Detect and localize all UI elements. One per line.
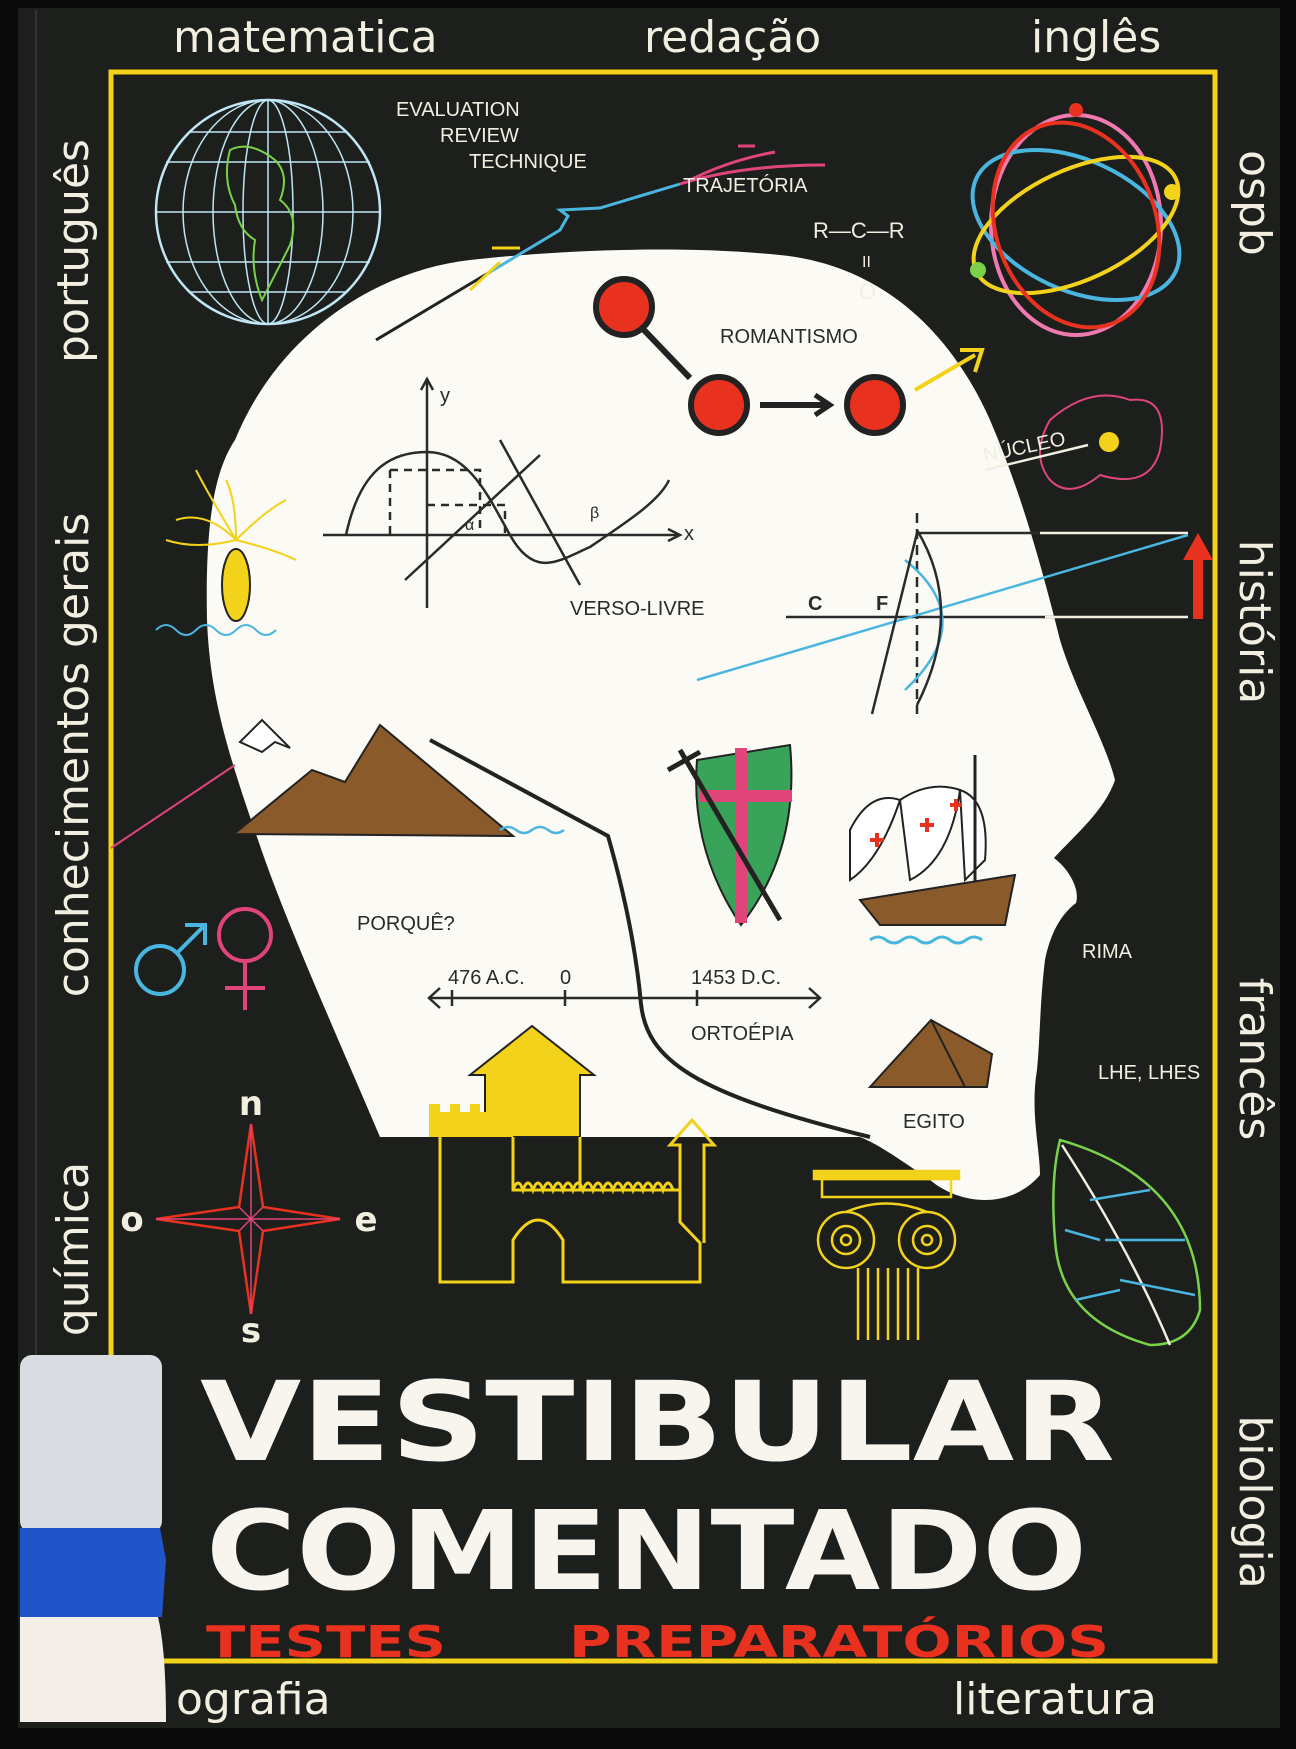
timeline-zero-label: 0 — [560, 967, 571, 989]
formula-top: R—C—R — [813, 218, 905, 243]
graph-y-label: y — [440, 385, 450, 407]
neck-line — [429, 738, 871, 1139]
label-review: REVIEW — [440, 125, 519, 147]
subject-historia: história — [1229, 540, 1280, 704]
title-comentado: COMENTADO — [206, 1487, 1087, 1615]
rocket-trajectory-illustration — [375, 144, 826, 342]
compass-east: e — [354, 1200, 377, 1240]
yellow-border — [108, 69, 1218, 1664]
subject-literatura: literatura — [953, 1674, 1157, 1725]
optics-f-label: F — [876, 593, 888, 615]
optics-diagram — [696, 513, 1189, 715]
label-rima: RIMA — [1082, 941, 1133, 963]
subject-portugues: português — [48, 139, 99, 363]
subject-ingles: inglês — [1031, 12, 1161, 63]
subject-quimica: química — [48, 1162, 99, 1336]
torn-paper-patch — [20, 1617, 166, 1722]
head-silhouette — [206, 249, 1115, 1201]
title-vestibular: VESTIBULAR — [200, 1358, 1115, 1486]
graph-x-label: x — [684, 523, 694, 545]
subject-conhecimentos-gerais: conhecimentos gerais — [48, 513, 99, 997]
label-ortoepia: ORTOÉPIA — [691, 1022, 794, 1045]
subject-frances: francês — [1229, 978, 1280, 1141]
red-arrow-icon — [1183, 533, 1213, 619]
atom-illustration — [913, 103, 1182, 392]
label-porque: PORQUÊ? — [357, 912, 455, 935]
label-verso-livre: VERSO-LIVRE — [570, 598, 704, 620]
leaf-illustration — [1052, 1138, 1202, 1347]
label-trajetoria: TRAJETÓRIA — [683, 174, 808, 197]
timeline — [427, 987, 822, 1009]
graph-alpha-label: α — [465, 517, 474, 534]
label-egito: EGITO — [903, 1111, 965, 1133]
reaction-balls-illustration — [593, 276, 906, 436]
timeline-end-label: 1453 D.C. — [691, 967, 781, 989]
library-label-sticker — [20, 1355, 162, 1533]
nucleus-dot — [1099, 432, 1119, 452]
castle-illustration — [429, 1024, 718, 1284]
timeline-start-label: 476 A.C. — [448, 967, 525, 989]
subject-geografia: ografia — [176, 1674, 331, 1725]
formula-bond: II — [862, 254, 871, 271]
library-tape-blue — [20, 1528, 166, 1617]
mountains-illustration — [110, 718, 565, 849]
subtitle-testes: TESTES — [206, 1617, 446, 1668]
compass-west: o — [120, 1200, 143, 1240]
subject-ospb: ospb — [1229, 150, 1280, 256]
subject-matematica: matematica — [173, 12, 438, 63]
compass-south: s — [241, 1311, 261, 1351]
label-lhe-lhes: LHE, LHES — [1098, 1062, 1200, 1084]
label-evaluation: EVALUATION — [396, 99, 520, 121]
shield-sword-illustration — [666, 743, 793, 927]
math-graph-illustration — [323, 376, 683, 608]
nucleus-arrow — [984, 443, 1089, 472]
compass-north: n — [239, 1084, 263, 1124]
nucleus-outline — [1039, 394, 1163, 490]
subject-biologia: biologia — [1229, 1415, 1280, 1588]
caravel-ship-illustration — [849, 755, 1017, 945]
ionic-column-illustration — [812, 1169, 961, 1340]
globe-illustration — [154, 98, 382, 326]
label-romantismo: ROMANTISMO — [720, 326, 858, 348]
compass-rose-icon — [155, 1123, 341, 1315]
formula-bottom: O — [859, 279, 876, 304]
graph-beta-label: β — [590, 505, 599, 522]
subtitle-preparatorios: PREPARATÓRIOS — [569, 1615, 1109, 1668]
label-technique: TECHNIQUE — [469, 151, 587, 173]
gender-symbols-illustration — [134, 907, 273, 1010]
optics-c-label: C — [808, 593, 822, 615]
pyramid-illustration — [867, 1018, 994, 1088]
subject-redacao: redação — [644, 12, 821, 63]
sun-figure-illustration — [155, 469, 297, 636]
